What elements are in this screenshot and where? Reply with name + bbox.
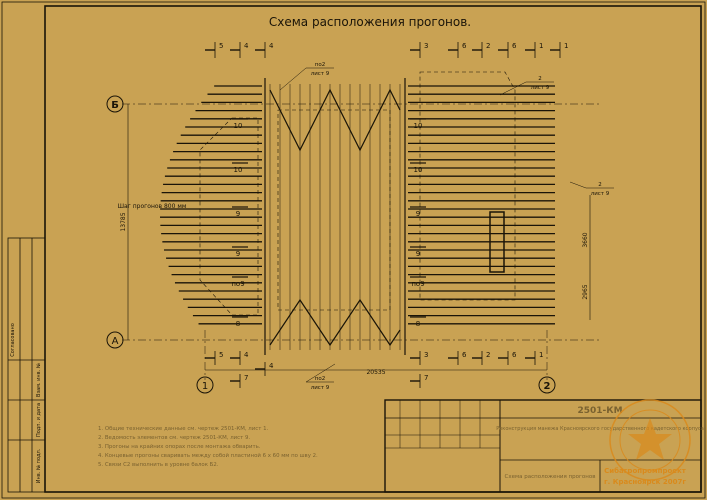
node-mark-left: 8 [236,320,240,328]
section-mark-bottom: 6 [462,351,467,359]
org-seal-picture [609,399,691,481]
section-mark-top: 6 [462,42,467,50]
node-mark-left: 9 [236,250,240,258]
section-mark-top: 5 [219,42,223,50]
node-mark-right: по9 [411,280,424,288]
node-mark-right: 10 [414,122,423,130]
node-mark-left: 10 [234,122,243,130]
axis-label-1: 1 [202,381,208,392]
callout-ref: по2 [315,62,325,68]
purlins-group [160,84,555,350]
node-mark-right: 9 [416,210,420,218]
axis-bubble-a [106,331,124,349]
axis-bubble-1 [196,376,214,394]
section-mark-bottom: 1 [539,351,543,359]
node-mark-right: 8 [416,320,420,328]
section-mark-top: 3 [424,42,428,50]
node-mark-left: по9 [231,280,244,288]
central-truss [264,78,406,355]
stamp-drawing-title: Схема расположения прогонов [505,474,596,480]
axis-label-2: 2 [544,381,551,392]
callout-sheet: лист 9 [311,385,330,391]
inner-frame [44,5,702,493]
node-mark-right: 9 [416,250,420,258]
section-mark-top: 4 [269,42,274,50]
section-mark-top: 6 [512,42,517,50]
section-mark-bottom: 3 [424,351,428,359]
note-line: 5. Связи С2 выполнить в уровне балок Б2. [98,462,219,468]
section-mark-bottom: 6 [512,351,517,359]
section-mark-bottom: 4 [269,362,274,370]
axis-bubble-b [106,95,124,113]
callout-sheet: лист 9 [531,85,550,91]
dashed-outline-right [419,71,516,301]
section-mark-bottom: 2 [486,351,490,359]
stamp-org-name: Сибагропромпроект [604,467,687,475]
section-mark-bottom: 7 [424,374,428,382]
callout-sheet: лист 9 [591,191,610,197]
side-table [7,237,46,493]
section-mark-bottom: 5 [219,351,223,359]
section-mark-top: 2 [486,42,490,50]
title-block [384,399,702,493]
dim-right-upper: 3660 [582,232,589,247]
drawing-title: Схема расположения прогонов. [269,15,471,29]
note-line: 1. Общие технические данные см. чертеж 2… [98,426,269,432]
stamp-org-city: г. Красноярск 2007г [604,478,686,486]
stamp-project: Реконструкция манежа Красноярского госуд… [496,426,704,432]
side-table-sign: Подп. и дата [36,403,42,437]
truss-bottom-bracing [269,298,401,347]
dim-height: 13785 [120,212,127,231]
callout-sheet: лист 9 [311,71,330,77]
note-line: 3. Прогоны на крайних опорах после монта… [98,443,261,450]
axis-bubble-2 [538,376,556,394]
section-mark-top: 1 [564,42,568,50]
callout-ref: 2 [598,182,602,188]
dim-right-lower: 2965 [582,284,589,299]
node-mark-left: 9 [236,210,240,218]
bracing-block-right [489,211,505,273]
section-mark-top: 1 [539,42,543,50]
purlin-step-label: Шаг прогонов 800 мм [118,203,187,210]
stamp-code: 2501-КМ [577,406,622,416]
node-mark-right: 10 [414,166,423,174]
section-mark-top: 4 [244,42,249,50]
dashed-outline-center [277,109,391,311]
section-mark-bottom: 4 [244,351,249,359]
truss-top-bracing [269,88,401,152]
note-line: 2. Ведомость элементов см. чертеж 2501-К… [98,435,250,441]
callout-ref: по2 [315,376,325,382]
side-table-inv: Инв. № подл. [36,448,42,483]
side-table-replace: Взам. инв. № [36,362,42,397]
callout-ref: 2 [538,76,542,82]
axis-label-a: А [112,336,119,347]
section-mark-bottom: 7 [244,374,248,382]
dashed-outline-left [199,117,259,316]
axis-label-b: Б [111,100,119,111]
node-mark-left: 10 [234,166,243,174]
note-line: 4. Концевые прогоны сваривать между собо… [98,452,318,459]
dim-width: 20535 [366,369,385,376]
side-table-agreed: Согласовано [10,323,16,357]
